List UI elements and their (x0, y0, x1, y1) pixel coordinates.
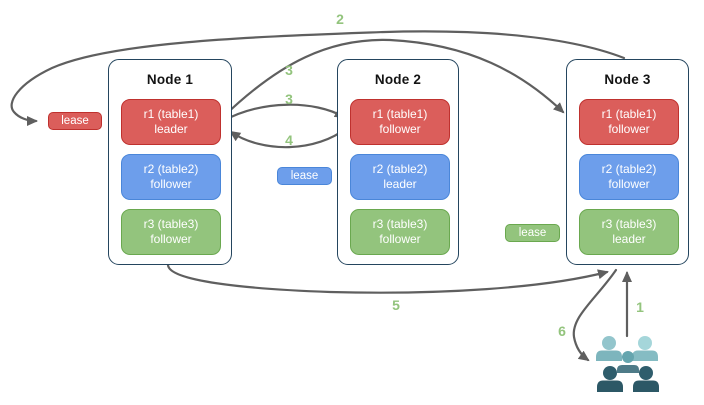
arrow-step4-node2-to-node1 (229, 125, 350, 149)
replica-node3-r1: r1 (table1) follower (579, 99, 679, 145)
replica-node1-r1: r1 (table1) leader (121, 99, 221, 145)
step-label-3a: 3 (285, 62, 293, 78)
replica-role: follower (379, 232, 421, 246)
step-label-5: 5 (392, 297, 400, 313)
replica-role: follower (379, 122, 421, 136)
replica-node2-r2: r2 (table2) leader (350, 154, 450, 200)
replica-name: r3 (table3) (143, 216, 199, 231)
node-2-title: Node 2 (374, 72, 422, 87)
users-group-icon (596, 336, 659, 392)
replica-role: leader (612, 232, 646, 246)
replica-node1-r3: r3 (table3) follower (121, 209, 221, 255)
replica-name: r2 (table2) (601, 161, 657, 176)
step-label-3b: 3 (285, 91, 293, 107)
replica-role: leader (154, 122, 188, 136)
node-3-box: Node 3 r1 (table1) follower r2 (table2) … (566, 59, 689, 265)
arrow-step5-node1-to-node3 (166, 263, 609, 294)
replica-name: r3 (table3) (372, 216, 428, 231)
replica-role: leader (383, 177, 417, 191)
replica-name: r1 (table1) (601, 106, 657, 121)
node-1-box: Node 1 r1 (table1) leader r2 (table2) fo… (108, 59, 232, 265)
arrow-step6-node3-to-client (572, 268, 618, 362)
node-2-box: Node 2 r1 (table1) follower r2 (table2) … (337, 59, 459, 265)
lease-badge-table3: lease (505, 224, 560, 242)
step-label-2: 2 (336, 11, 344, 27)
replica-node3-r3: r3 (table3) leader (579, 209, 679, 255)
replica-name: r3 (table3) (601, 216, 657, 231)
replica-node3-r2: r2 (table2) follower (579, 154, 679, 200)
replica-name: r2 (table2) (372, 161, 428, 176)
replica-node1-r2: r2 (table2) follower (121, 154, 221, 200)
replica-role: follower (150, 177, 192, 191)
step-label-1: 1 (636, 299, 644, 315)
replica-role: follower (150, 232, 192, 246)
replica-name: r2 (table2) (143, 161, 199, 176)
arrow-step2-node3-to-lease1 (10, 30, 626, 126)
step-label-4: 4 (285, 132, 293, 148)
arrow-step3b-node1-to-node2 (221, 103, 346, 123)
arrow-step3a-node1-to-node3 (220, 38, 565, 120)
lease-badge-table2: lease (277, 167, 332, 185)
step-label-6: 6 (558, 323, 566, 339)
replica-name: r1 (table1) (143, 106, 199, 121)
lease-badge-table1: lease (48, 112, 102, 130)
node-1-title: Node 1 (146, 72, 194, 87)
replica-name: r1 (table1) (372, 106, 428, 121)
replica-role: follower (608, 122, 650, 136)
node-3-title: Node 3 (604, 72, 651, 87)
replica-node2-r1: r1 (table1) follower (350, 99, 450, 145)
replica-node2-r3: r3 (table3) follower (350, 209, 450, 255)
replica-role: follower (608, 177, 650, 191)
